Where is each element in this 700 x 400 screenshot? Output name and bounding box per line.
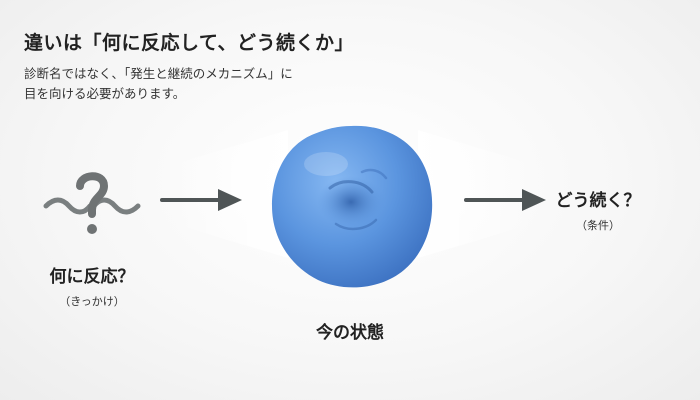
- subtitle-line-1: 診断名ではなく、「発生と継続のメカニズム」に: [24, 66, 293, 81]
- continuation-label-group: どう続く？ （条件）: [520, 186, 676, 233]
- right-arrow: [464, 188, 548, 212]
- trigger-label: 何に反応？: [49, 267, 135, 287]
- trigger-sublabel: （きっかけ）: [59, 295, 125, 308]
- current-state-label: 今の状態: [316, 323, 384, 343]
- page-subtitle: 診断名ではなく、「発生と継続のメカニズム」に 目を向ける必要があります。: [24, 64, 293, 104]
- trigger-label-group: 何に反応？ （きっかけ）: [22, 262, 162, 309]
- page-title: 違いは「何に反応して、どう続くか」: [24, 32, 354, 54]
- subtitle-line-2: 目を向ける必要があります。: [24, 86, 186, 101]
- continuation-label: どう続く？: [555, 191, 641, 211]
- left-arrow: [160, 188, 244, 212]
- continuation-sublabel: （条件）: [576, 219, 620, 232]
- blue-blob: [258, 112, 444, 298]
- question-mark-icon: [42, 168, 142, 238]
